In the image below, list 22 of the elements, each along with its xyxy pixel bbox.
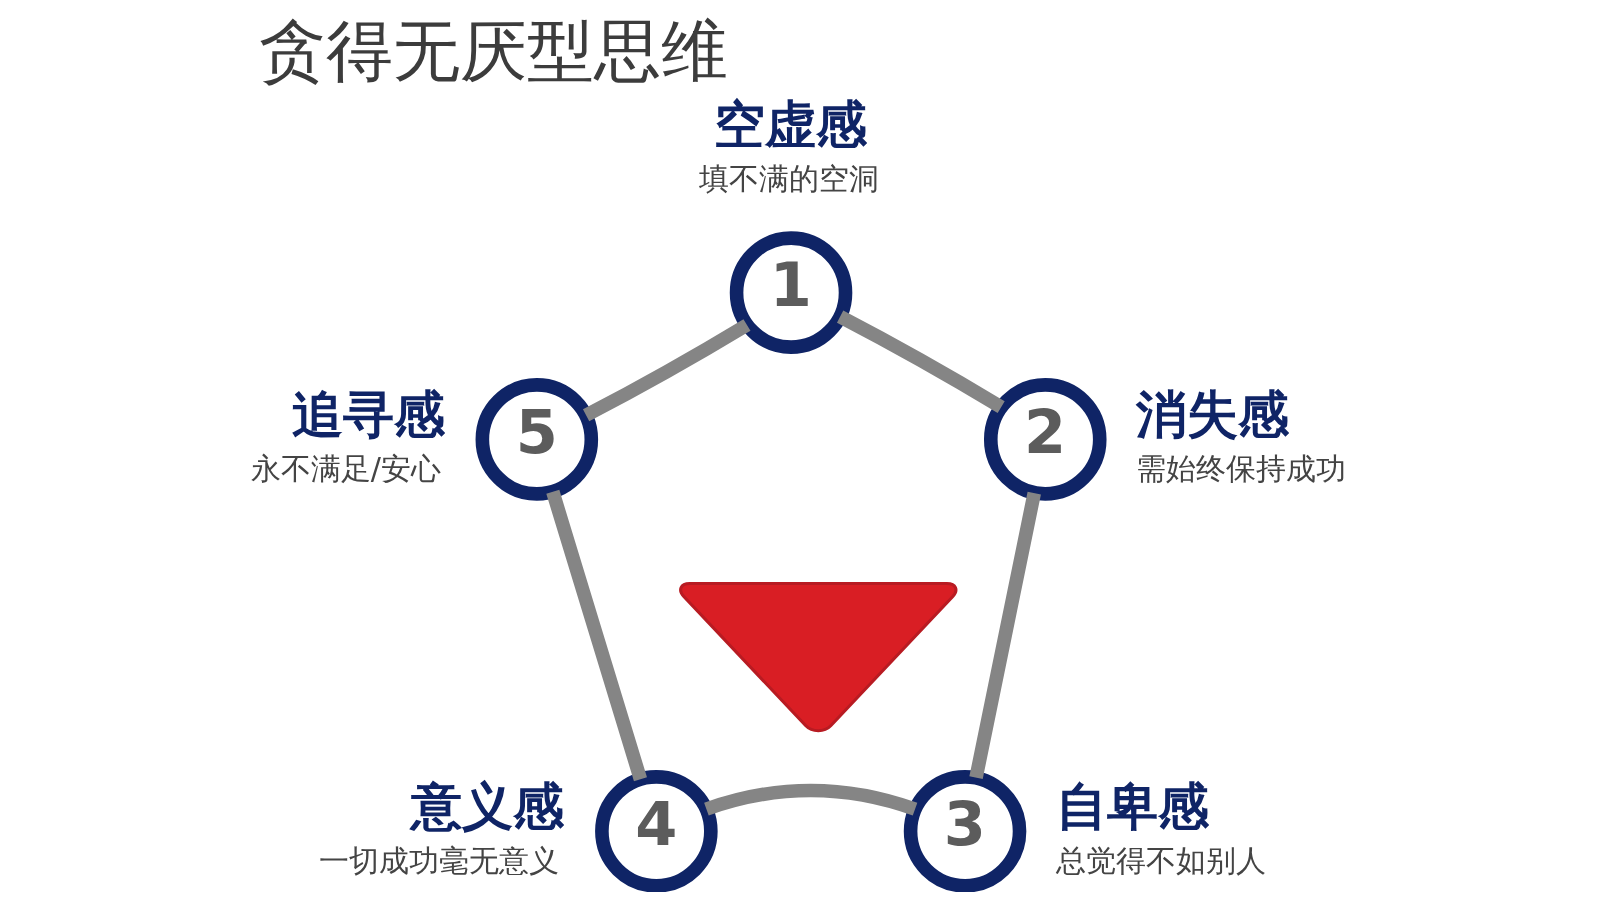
diagram-title: 贪得无厌型思维 <box>258 11 728 90</box>
node-label: 空虚感 <box>713 94 867 155</box>
connector <box>545 489 647 782</box>
node-label: 消失感 <box>1135 384 1289 445</box>
node-label: 追寻感 <box>291 384 445 445</box>
node-circle: 2 <box>983 378 1107 501</box>
connector <box>582 319 750 422</box>
node-circle: 1 <box>729 231 852 354</box>
node-label: 永不满足/安心 <box>250 450 441 486</box>
node-label: 总觉得不如别人 <box>1055 842 1266 878</box>
node-circle: 5 <box>475 378 598 501</box>
node-label: 一切成功毫无意义 <box>318 842 559 878</box>
node-label: 意义感 <box>410 776 564 837</box>
node-picture <box>678 582 957 733</box>
node-label: 需始终保持成功 <box>1135 450 1346 486</box>
connector <box>836 310 1005 413</box>
node-label: 填不满的空洞 <box>698 160 879 196</box>
node-circle: 4 <box>594 770 718 892</box>
node-label: 自卑感 <box>1055 776 1209 837</box>
node-circle: 3 <box>903 770 1026 892</box>
connector <box>968 491 1041 780</box>
connector <box>703 783 917 816</box>
